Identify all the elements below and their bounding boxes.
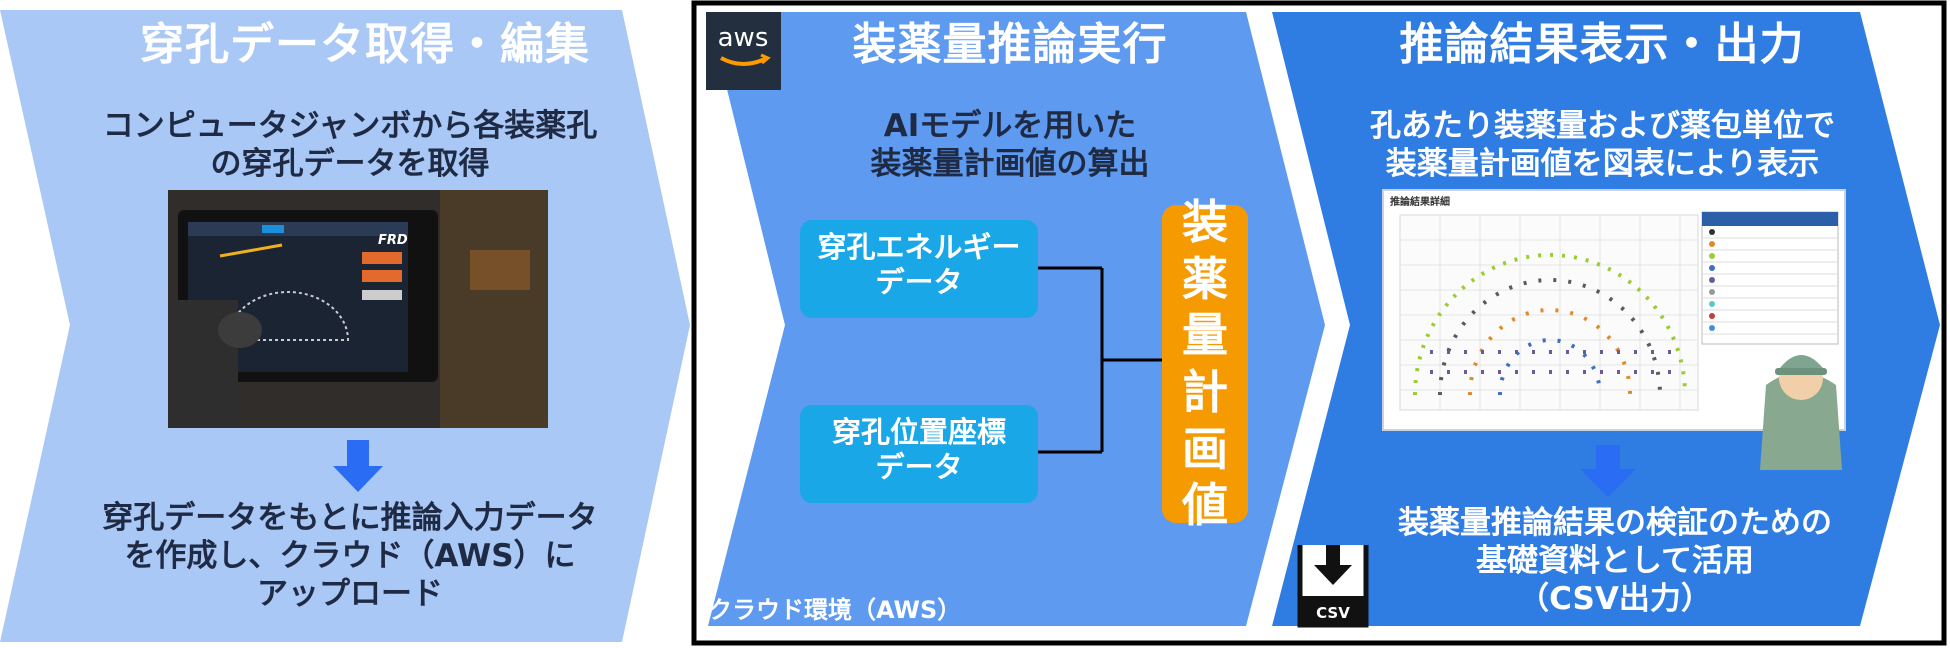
stage1-description-line: の穿孔データを取得	[210, 145, 490, 182]
stage1-description-line: コンピュータジャンボから各装薬孔	[102, 108, 598, 144]
stage2-description-line: AIモデルを用いた	[883, 108, 1137, 144]
down-arrow-icon	[333, 440, 383, 492]
stage1-output: 穿孔データをもとに推論入力データ を作成し、クラウド（AWS）に アップロード	[55, 500, 645, 613]
aws-logo-text: aws	[718, 23, 769, 53]
stage3-title: 推論結果表示・出力	[1399, 19, 1805, 70]
stage3-output-line: （CSV出力）	[1518, 580, 1712, 617]
charge-plan-value-box	[1162, 205, 1248, 523]
position-data-label: 穿孔位置座標 データ	[800, 415, 1038, 486]
charge-plan-value-label: 装 薬 量 計 画 値	[1162, 195, 1248, 532]
stage3-output-line: 装薬量推論結果の検証のための	[1398, 505, 1832, 541]
jumbo-photo: FRD	[168, 190, 548, 428]
merge-connector	[1038, 266, 1162, 454]
charge-plan-char: 計	[1182, 365, 1228, 419]
stage3-description-line: 孔あたり装薬量および薬包単位で	[1370, 108, 1835, 144]
stage2-description-line: 装薬量計画値の算出	[870, 145, 1150, 182]
charge-plan-char: 装	[1182, 195, 1228, 250]
energy-data-box	[800, 220, 1038, 318]
stage3-description: 孔あたり装薬量および薬包単位で 装薬量計画値を図表により表示	[1330, 108, 1875, 184]
stage2-title: 装薬量推論実行	[852, 19, 1168, 70]
charge-plan-char: 量	[1182, 308, 1228, 363]
stage1-output-line: 穿孔データをもとに推論入力データ	[102, 500, 598, 536]
stage1-output-line: を作成し、クラウド（AWS）に	[124, 537, 576, 574]
stage1-description: コンピュータジャンボから各装薬孔 の穿孔データを取得	[55, 108, 645, 184]
stage3-output: 装薬量推論結果の検証のための 基礎資料として活用 （CSV出力）	[1355, 505, 1875, 618]
csv-download-icon: CSV	[1297, 545, 1369, 628]
down-arrow-icon	[1580, 445, 1636, 497]
stage3-output-line: 基礎資料として活用	[1475, 542, 1755, 579]
energy-data-label-line: 穿孔エネルギー	[817, 230, 1021, 264]
worker-icon	[1760, 355, 1842, 470]
photo-brand-text: FRD	[378, 233, 408, 248]
position-data-label-line: 穿孔位置座標	[831, 415, 1006, 449]
stage3-description-line: 装薬量計画値を図表により表示	[1385, 145, 1820, 182]
charge-plan-char: 薬	[1182, 251, 1228, 306]
stage1-output-line: アップロード	[257, 575, 443, 612]
screenshot-title: 推論結果詳細	[1390, 195, 1450, 208]
position-data-label-line: データ	[875, 450, 963, 485]
stage2-description: AIモデルを用いた 装薬量計画値の算出	[800, 108, 1220, 184]
stage1-title: 穿孔データ取得・編集	[140, 19, 590, 70]
cloud-environment-label: クラウド環境（AWS）	[708, 596, 962, 624]
aws-logo-icon: aws	[706, 12, 781, 90]
csv-icon-label: CSV	[1316, 604, 1350, 622]
energy-data-label-line: データ	[875, 265, 963, 300]
energy-data-label: 穿孔エネルギー データ	[800, 230, 1038, 301]
position-data-box	[800, 405, 1038, 503]
charge-plan-char: 画	[1182, 421, 1228, 476]
charge-plan-char: 値	[1182, 478, 1228, 533]
